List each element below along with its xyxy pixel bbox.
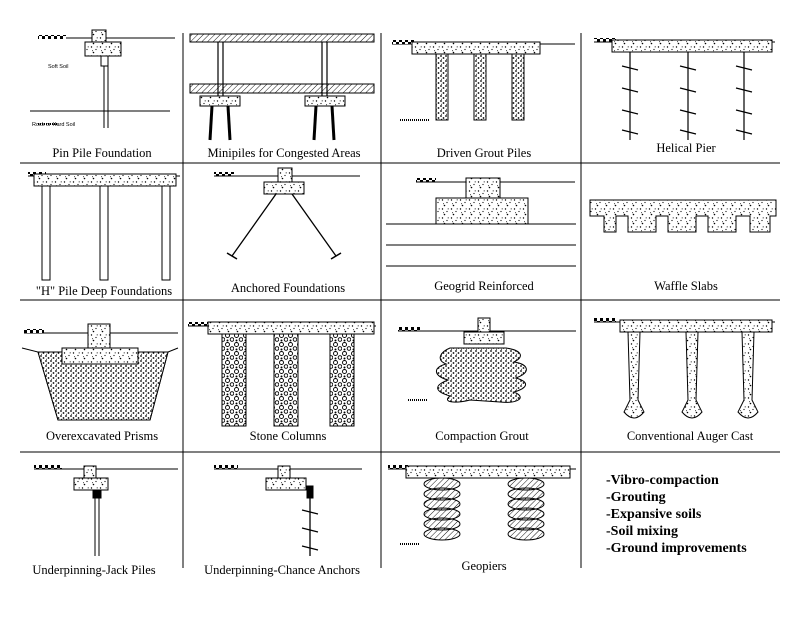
method-item: -Vibro-compaction xyxy=(606,473,719,488)
grid-lines xyxy=(20,33,780,568)
panel-caption: Anchored Foundations xyxy=(231,281,345,295)
panel-caption: Driven Grout Piles xyxy=(437,146,532,160)
waffle-slab-drawing xyxy=(589,199,777,233)
overexcavated-drawing xyxy=(21,323,179,421)
pin-pile-drawing xyxy=(30,29,175,128)
minipiles-drawing xyxy=(189,33,375,141)
method-item: -Expansive soils xyxy=(606,507,702,522)
panel-caption: Geopiers xyxy=(461,559,506,573)
driven-grout-piles-drawing xyxy=(392,40,575,121)
panel-caption: "H" Pile Deep Foundations xyxy=(36,284,172,298)
panel-caption: Underpinning-Chance Anchors xyxy=(204,563,360,577)
chance-anchors-drawing xyxy=(214,465,362,556)
panel-caption: Helical Pier xyxy=(656,141,716,155)
panel-caption: Compaction Grout xyxy=(435,429,529,443)
method-item: -Ground improvements xyxy=(606,541,747,556)
h-pile-drawing xyxy=(28,172,180,281)
geogrid-drawing xyxy=(386,177,576,267)
panel-caption: Geogrid Reinforced xyxy=(434,279,534,293)
method-item: -Soil mixing xyxy=(606,524,678,539)
soft-soil-label: Soft Soil xyxy=(48,64,68,70)
captions: Pin Pile Foundation Minipiles for Conges… xyxy=(32,141,753,577)
panel-caption: Pin Pile Foundation xyxy=(52,146,152,160)
helical-pier-drawing xyxy=(594,38,775,140)
compaction-grout-drawing xyxy=(398,317,576,403)
panel-caption: Conventional Auger Cast xyxy=(627,429,754,443)
stone-columns-drawing xyxy=(188,321,376,427)
panel-caption: Waffle Slabs xyxy=(654,279,718,293)
jack-piles-drawing xyxy=(34,465,178,556)
panel-caption: Overexcavated Prisms xyxy=(46,429,158,443)
rock-label: Rock or Hard Soil xyxy=(32,122,75,128)
geopiers-drawing xyxy=(388,465,576,545)
anchored-drawing xyxy=(214,167,360,260)
panel-caption: Underpinning-Jack Piles xyxy=(32,563,155,577)
auger-cast-drawing xyxy=(594,318,775,419)
panel-caption: Stone Columns xyxy=(250,429,327,443)
panel-caption: Minipiles for Congested Areas xyxy=(207,146,360,160)
method-item: -Grouting xyxy=(606,490,666,505)
other-methods-list: -Vibro-compaction -Grouting -Expansive s… xyxy=(606,473,747,556)
